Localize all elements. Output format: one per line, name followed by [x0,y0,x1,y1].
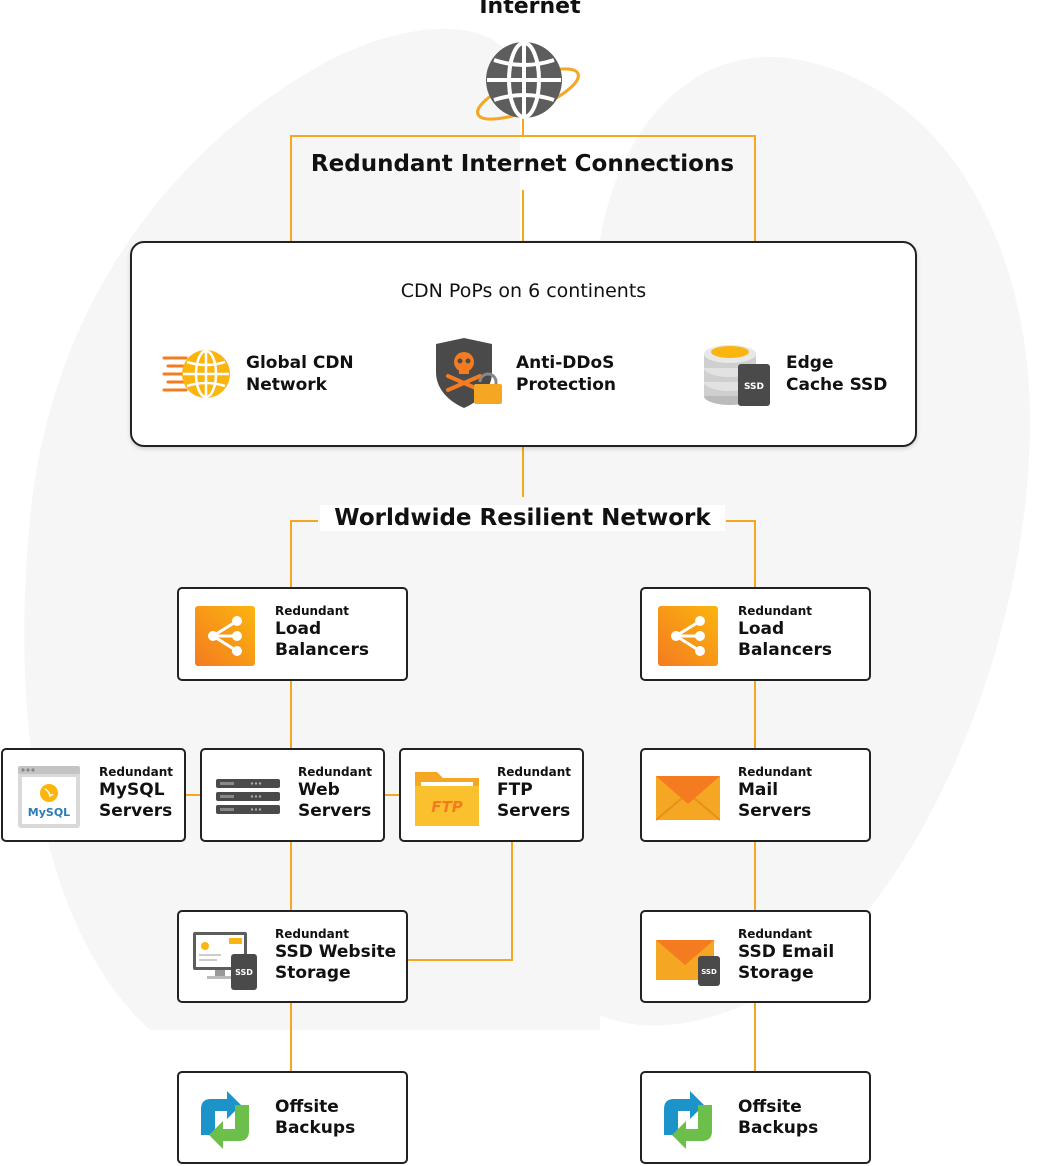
envelope-icon [656,776,720,821]
internet-heading: Internet [479,0,581,19]
ssd-website-storage: SSD Redundant SSD Website Storage [177,910,408,1003]
node-title: Storage [738,963,814,983]
worldwide-network-heading: Worldwide Resilient Network [320,505,725,531]
mail-servers: Redundant Mail Servers [640,748,871,842]
share-icon [658,606,718,666]
svg-text:SSD: SSD [235,968,253,977]
node-tag: Redundant [497,765,572,779]
svg-text:SSD: SSD [744,382,764,392]
ssd-email-storage: SSD Redundant SSD Email Storage [640,910,871,1003]
node-tag: Redundant [275,604,350,618]
node-title: Mail [738,780,779,800]
node-title: MySQL [99,780,165,800]
globe-speed-icon [162,349,230,399]
node-tag: Redundant [298,765,373,779]
server-rack-icon [216,779,280,814]
monitor-ssd-icon: SSD [193,932,257,990]
node-title: Servers [738,801,812,821]
offsite-backups-left: Offsite Backups [177,1071,408,1164]
node-title: Servers [99,801,173,821]
node-title: Servers [298,801,372,821]
svg-text:FTP: FTP [431,798,462,816]
node-title: FTP [497,780,533,800]
share-icon [195,606,255,666]
offsite-backups-right: Offsite Backups [640,1071,871,1164]
envelope-ssd-icon: SSD [656,940,720,986]
node-title: Servers [497,801,571,821]
sync-arrows-icon [664,1091,712,1149]
node-title: Backups [275,1118,356,1138]
ftp-folder-icon: FTP [415,772,479,826]
node-title: Load [275,619,322,639]
mysql-servers: MySQL Redundant MySQL Servers [1,748,186,842]
web-servers: Redundant Web Servers [200,748,385,842]
shield-skull-lock-icon [436,338,502,408]
sync-arrows-icon [201,1091,249,1149]
ssd-database-icon: SSD [704,345,770,406]
node-title: Backups [738,1118,819,1138]
node-title: Balancers [738,640,832,660]
node-title: Offsite [738,1097,802,1117]
node-title: Offsite [275,1097,339,1117]
globe-icon [476,41,580,121]
node-title: Load [738,619,785,639]
node-title: Storage [275,963,351,983]
svg-text:SSD: SSD [701,968,717,976]
node-title: Web [298,780,340,800]
redundant-connections-heading: Redundant Internet Connections [310,151,735,177]
cdn-title: CDN PoPs on 6 continents [400,280,647,302]
node-tag: Redundant [738,927,813,941]
ftp-servers: FTP Redundant FTP Servers [399,748,584,842]
node-title: Balancers [275,640,369,660]
svg-text:MySQL: MySQL [28,806,70,819]
node-title: SSD Website [275,942,397,962]
node-tag: Redundant [99,765,174,779]
node-tag: Redundant [275,927,350,941]
mysql-icon: MySQL [18,766,80,828]
node-tag: Redundant [738,765,813,779]
node-tag: Redundant [738,604,813,618]
load-balancers-right: Redundant Load Balancers [640,587,871,681]
node-title: SSD Email [738,942,835,962]
load-balancers-left: Redundant Load Balancers [177,587,408,681]
